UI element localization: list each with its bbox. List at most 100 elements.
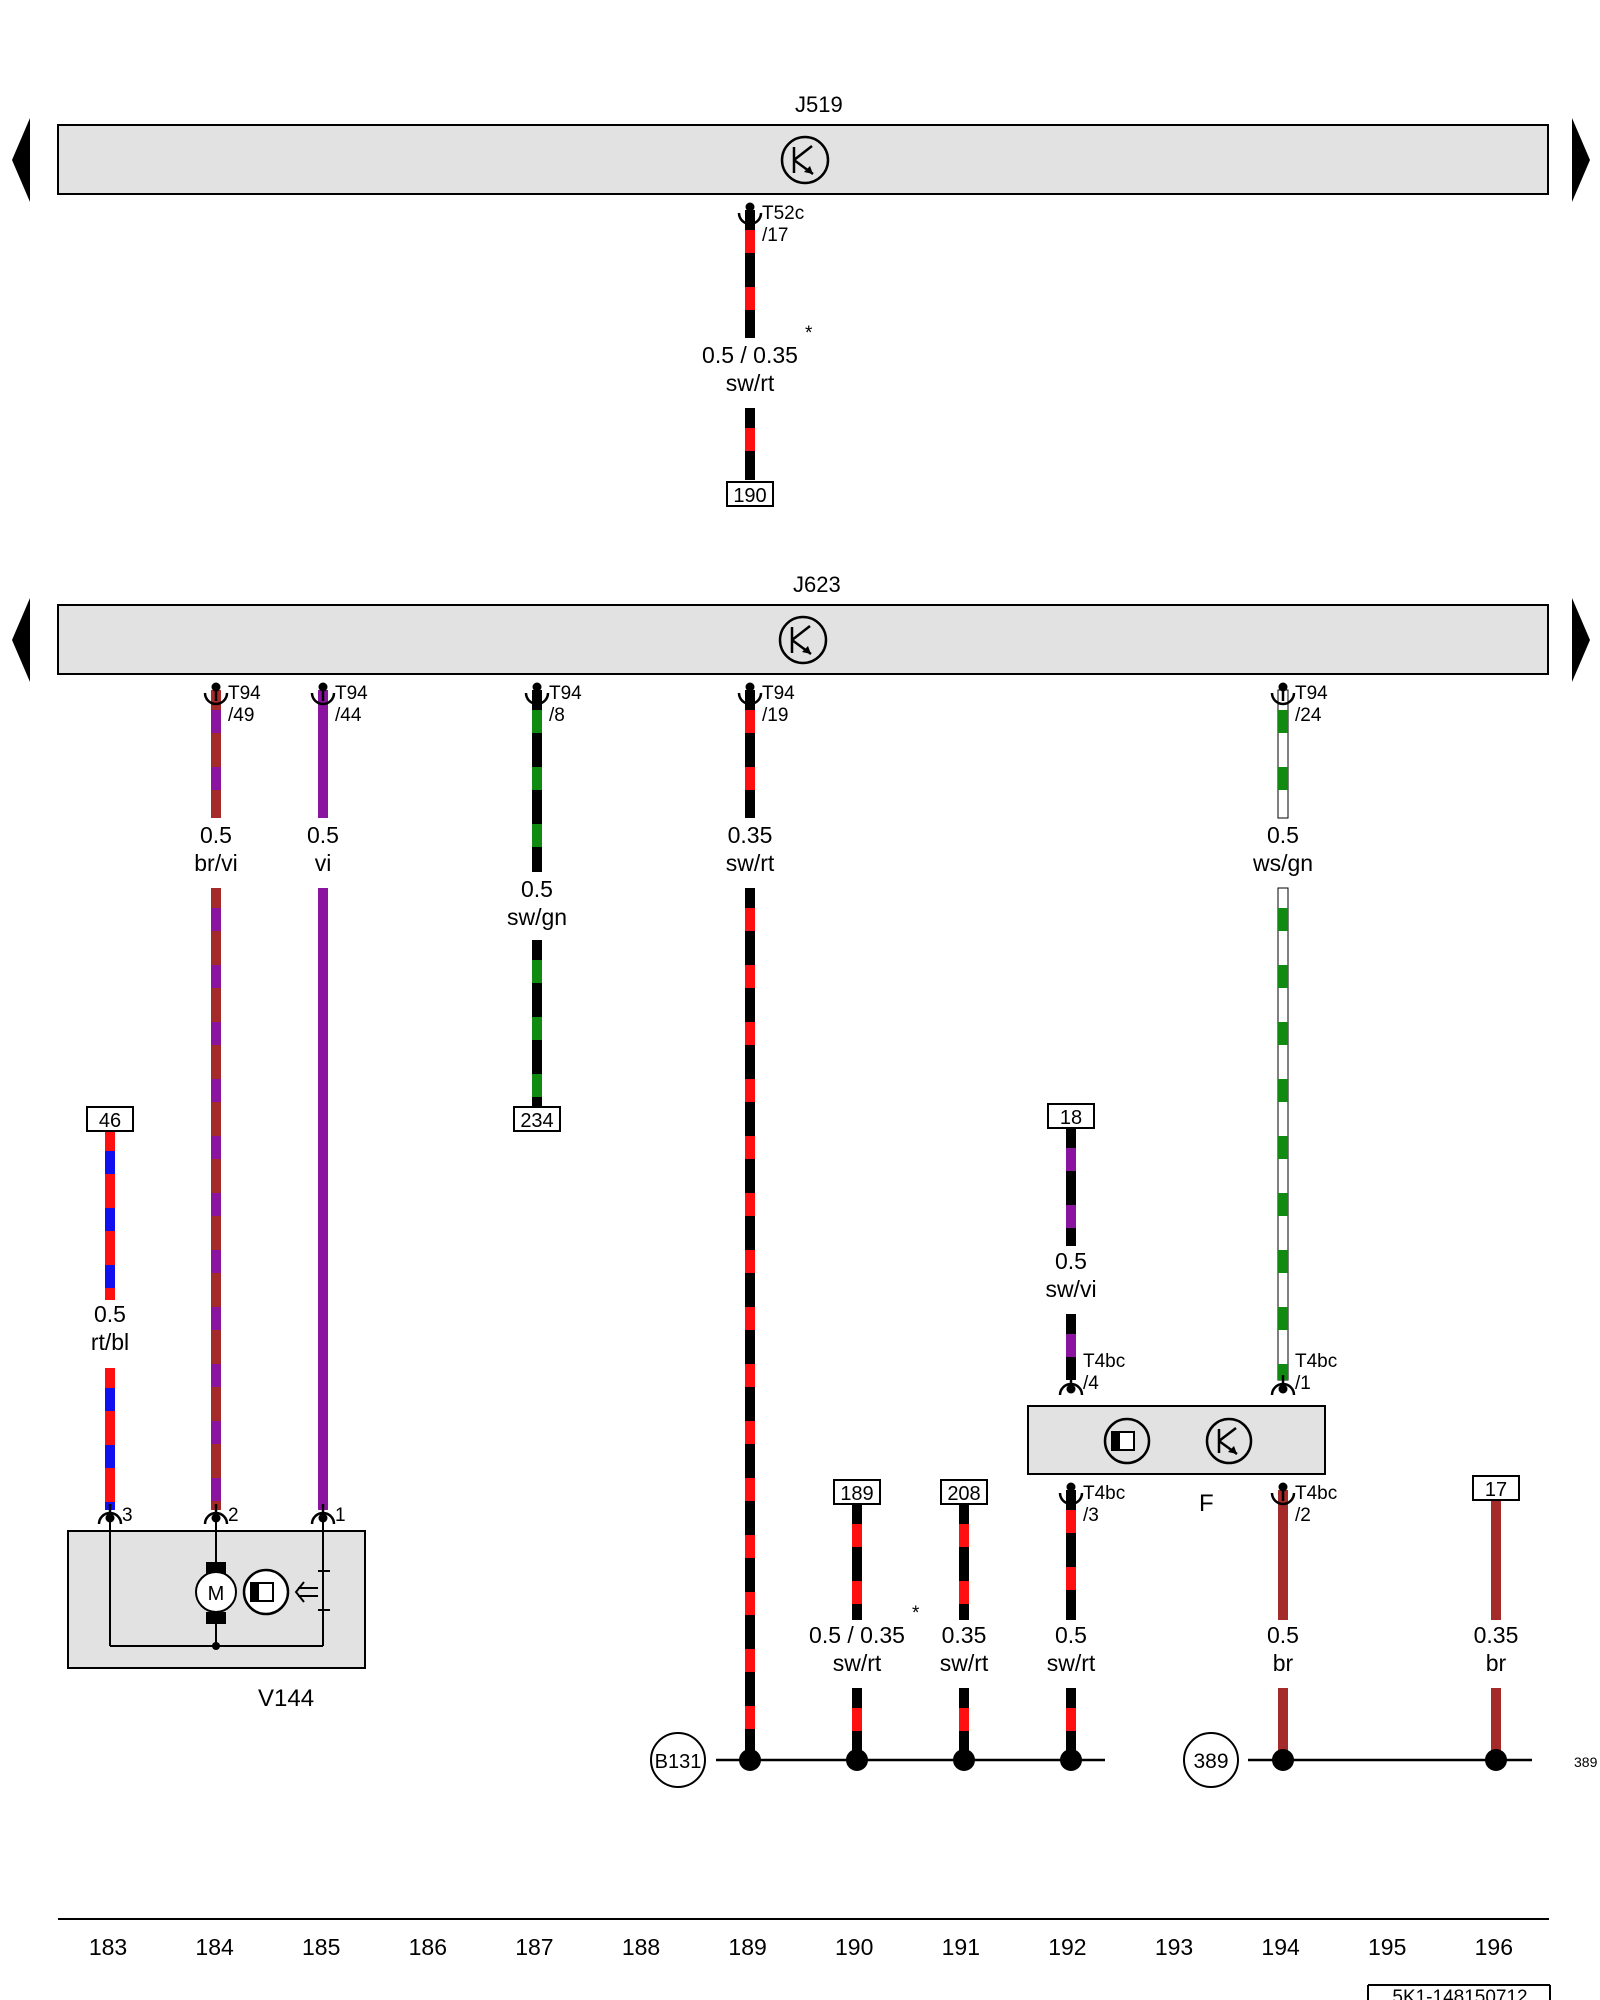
column-number: 194 — [1261, 1934, 1300, 1960]
wire-190-top — [852, 1504, 862, 1620]
junction-dot — [953, 1749, 975, 1771]
connector-t4bc-2-bot: /2 — [1295, 1505, 1311, 1526]
column-number: 187 — [515, 1934, 553, 1960]
wire-192-low-top — [1066, 1490, 1076, 1620]
ref-46-label: 46 — [99, 1110, 121, 1132]
wire-184-top — [211, 690, 221, 818]
wire-label-191-color: sw/rt — [940, 1650, 989, 1676]
transistor-icon — [780, 135, 830, 185]
ref-208: 208 — [940, 1479, 988, 1505]
v144-unit: M V144 — [67, 1518, 366, 1712]
connector-t94-8-top: T94 — [549, 683, 582, 704]
wire-187-bottom — [532, 940, 542, 1108]
connector-t52c-top: T52c — [762, 203, 804, 224]
wire-185-top — [318, 690, 328, 818]
connector-v144-3 — [97, 1504, 123, 1525]
labels-layer: T52c/170.5 / 0.35sw/rt*190T94/490.5br/vi… — [86, 203, 1520, 1676]
wire-194-top — [1277, 689, 1289, 819]
wire-label-194-size: 0.5 — [1267, 1622, 1299, 1648]
wires-layer — [105, 210, 1501, 1752]
connector-t4bc-2-top: T4bc — [1295, 1483, 1337, 1504]
wire-label-185-size: 0.5 — [307, 822, 339, 848]
connector-t4bc-4-top: T4bc — [1083, 1351, 1125, 1372]
connector-t94-44 — [310, 682, 336, 706]
column-number: 183 — [89, 1934, 127, 1960]
ground-389-label: 389 — [1193, 1750, 1228, 1773]
ground-389-ref: 389 — [1574, 1754, 1598, 1770]
wire-label-192-size: 0.5 — [1055, 1622, 1087, 1648]
wire-187-top — [532, 690, 542, 872]
connector-t94-49-bot: /49 — [228, 705, 254, 726]
v144-label: V144 — [258, 1685, 314, 1712]
connector-t94-44-bot: /44 — [335, 705, 362, 726]
wire-label-183-color: rt/bl — [91, 1329, 129, 1355]
wire-label-183-size: 0.5 — [94, 1301, 126, 1327]
wire-j519-189-bottom — [745, 408, 755, 480]
ref-234-label: 234 — [520, 1110, 553, 1132]
connector-t94-8-bot: /8 — [549, 705, 565, 726]
column-number: 185 — [302, 1934, 340, 1960]
ref-18-label: 18 — [1060, 1107, 1082, 1129]
connector-t94-19 — [737, 682, 763, 706]
wire-label-194-top-size: 0.5 — [1267, 822, 1299, 848]
transistor-icon — [778, 615, 828, 665]
right-arrow-icon — [1572, 118, 1590, 202]
connector-t4bc-1-top: T4bc — [1295, 1351, 1337, 1372]
wire-183-bottom — [105, 1368, 115, 1510]
ref-18: 18 — [1047, 1103, 1095, 1129]
connector-t94-8 — [524, 682, 550, 706]
transistor-icon — [1205, 1417, 1253, 1465]
ref-189-label: 189 — [840, 1483, 873, 1505]
connector-t94-24-bot: /24 — [1295, 705, 1322, 726]
j519-unit: J519 — [12, 92, 1590, 202]
junction-dot — [1272, 1749, 1294, 1771]
f-box — [1027, 1405, 1326, 1475]
wire-label-j519-star: * — [805, 323, 813, 344]
wire-184-bottom — [211, 888, 221, 1510]
connector-t4bc-3 — [1058, 1482, 1084, 1506]
ref-190-label: 190 — [733, 485, 766, 507]
wire-191-top — [959, 1504, 969, 1620]
column-number: 190 — [835, 1934, 873, 1960]
wire-label-187-size: 0.5 — [521, 876, 553, 902]
footer: 5K1-148150712 — [1367, 1984, 1551, 2000]
j519-label: J519 — [795, 92, 843, 117]
wire-j519-189-top — [745, 210, 755, 338]
connector-t94-49 — [203, 682, 229, 706]
right-arrow-icon — [1572, 598, 1590, 682]
connector-t52c-bot: /17 — [762, 225, 788, 246]
wire-label-185-color: vi — [315, 850, 332, 876]
ref-17: 17 — [1472, 1475, 1520, 1501]
wire-label-190-star: * — [912, 1603, 920, 1624]
footer-code: 5K1-148150712 — [1392, 1987, 1527, 2000]
connector-t94-49-top: T94 — [228, 683, 261, 704]
column-number: 192 — [1048, 1934, 1086, 1960]
wire-label-192-top-color: sw/vi — [1045, 1276, 1096, 1302]
wire-190-bottom — [852, 1688, 862, 1752]
wire-194-low-top — [1278, 1490, 1288, 1620]
column-number: 191 — [942, 1934, 980, 1960]
connector-t4bc-3-bot: /3 — [1083, 1505, 1099, 1526]
wire-label-196-size: 0.35 — [1474, 1622, 1519, 1648]
switch-icon — [242, 1568, 290, 1616]
wire-label-194-top-color: ws/gn — [1252, 850, 1313, 876]
connector-t94-24 — [1270, 682, 1296, 706]
motor-icon: M — [195, 1571, 237, 1613]
column-number: 188 — [622, 1934, 660, 1960]
junction-dot — [846, 1749, 868, 1771]
ground-b131-label: B131 — [655, 1751, 702, 1773]
connector-t4bc-2 — [1270, 1482, 1296, 1506]
wire-label-190-size: 0.5 / 0.35 — [809, 1622, 905, 1648]
f-label: F — [1199, 1490, 1214, 1517]
wire-label-189-color: sw/rt — [726, 850, 775, 876]
connector-t4bc-1-bot: /1 — [1295, 1373, 1311, 1394]
wire-191-bottom — [959, 1688, 969, 1752]
wire-183-top — [105, 1131, 115, 1300]
wire-label-184-size: 0.5 — [200, 822, 232, 848]
svg-text:M: M — [208, 1583, 225, 1605]
ref-17-label: 17 — [1485, 1479, 1507, 1501]
connector-t94-44-top: T94 — [335, 683, 368, 704]
column-number: 186 — [409, 1934, 447, 1960]
column-number: 189 — [728, 1934, 766, 1960]
